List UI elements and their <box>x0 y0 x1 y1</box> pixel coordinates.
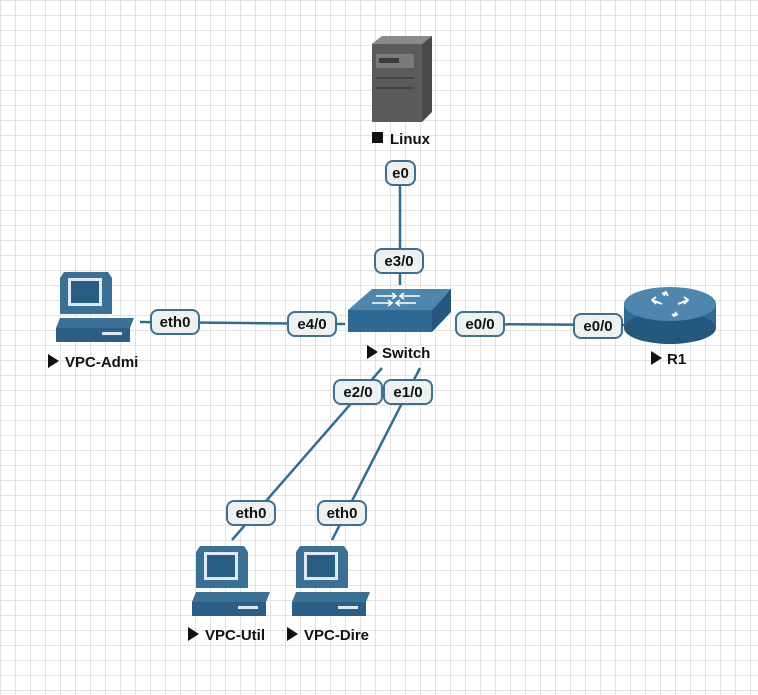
router-icon <box>624 287 716 344</box>
switch-icon <box>348 289 451 332</box>
interface-label: e1/0 <box>393 384 422 401</box>
play-icon <box>651 351 662 365</box>
node-vpc-admi[interactable]: VPC-Admi <box>48 272 138 371</box>
interface-label: eth0 <box>236 505 267 522</box>
interface-label: eth0 <box>327 505 358 522</box>
node-r1[interactable]: R1 <box>624 287 716 368</box>
interface-badge[interactable]: e4/0 <box>287 311 337 337</box>
interface-badge[interactable]: eth0 <box>317 500 367 526</box>
interface-label: e3/0 <box>384 253 413 270</box>
interface-label: e0/0 <box>583 318 612 335</box>
node-label-vpc-util: VPC-Util <box>205 627 265 644</box>
interface-label: e2/0 <box>343 384 372 401</box>
interface-badge[interactable]: e0 <box>385 160 416 186</box>
node-label-switch: Switch <box>382 345 430 362</box>
server-icon <box>372 36 432 122</box>
stop-icon <box>372 132 383 143</box>
node-switch[interactable]: Switch <box>348 289 451 362</box>
play-icon <box>188 627 199 641</box>
node-label-vpc-dire: VPC-Dire <box>304 627 369 644</box>
node-vpc-util[interactable]: VPC-Util <box>188 546 270 644</box>
play-icon <box>287 627 298 641</box>
node-label-r1: R1 <box>667 351 686 368</box>
interface-badge[interactable]: e0/0 <box>573 313 623 339</box>
node-linux[interactable]: Linux <box>372 36 432 148</box>
node-label-linux: Linux <box>390 131 431 148</box>
interface-badges: e0 e3/0 eth0 e4/0 e0/0 e0/0 e2/0 e1/0 <box>150 160 623 526</box>
interface-label: e0 <box>392 165 409 182</box>
interface-badge[interactable]: eth0 <box>226 500 276 526</box>
interface-label: e4/0 <box>297 316 326 333</box>
node-vpc-dire[interactable]: VPC-Dire <box>287 546 370 644</box>
play-icon <box>367 345 378 359</box>
vpc-icon <box>192 546 270 616</box>
interface-label: eth0 <box>160 314 191 331</box>
interface-badge[interactable]: e1/0 <box>383 379 433 405</box>
interface-badge[interactable]: e2/0 <box>333 379 383 405</box>
play-icon <box>48 354 59 368</box>
interface-badge[interactable]: e3/0 <box>374 248 424 274</box>
vpc-icon <box>292 546 370 616</box>
node-label-vpc-admi: VPC-Admi <box>65 354 138 371</box>
interface-badge[interactable]: eth0 <box>150 309 200 335</box>
interface-badge[interactable]: e0/0 <box>455 311 505 337</box>
interface-label: e0/0 <box>465 316 494 333</box>
vpc-icon <box>56 272 134 342</box>
